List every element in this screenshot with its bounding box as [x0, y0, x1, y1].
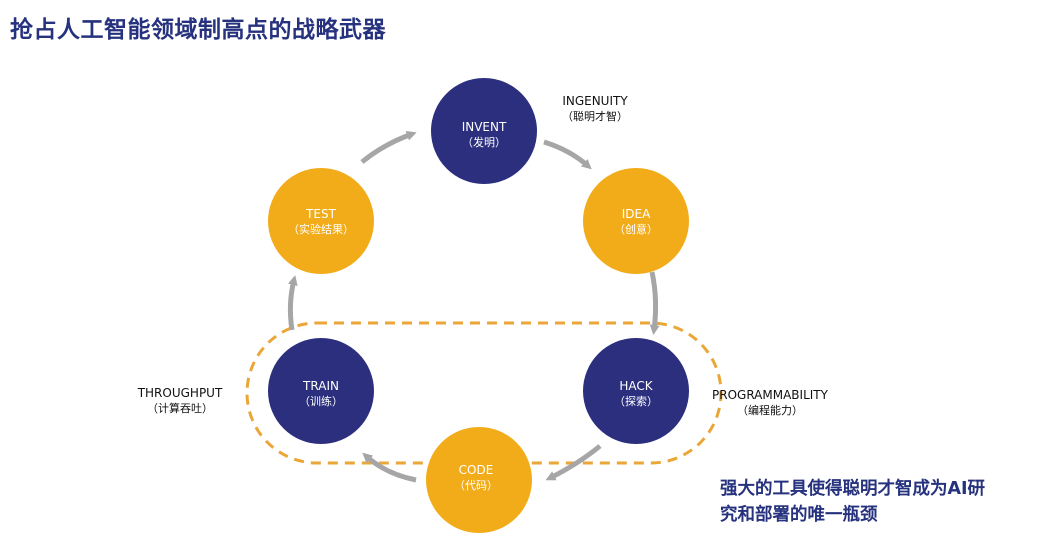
- label-programmability: PROGRAMMABILITY （编程能力）: [712, 388, 829, 417]
- node-test: TEST （实验结果）: [268, 168, 374, 274]
- node-invent-label: INVENT: [462, 120, 507, 134]
- arrow-train-to-test: [287, 275, 298, 331]
- node-invent-sublabel: （发明）: [462, 135, 506, 149]
- node-train-sublabel: （训练）: [299, 394, 343, 408]
- node-test-label: TEST: [305, 207, 337, 221]
- label-throughput: THROUGHPUT （计算吞吐）: [137, 386, 223, 415]
- node-idea-sublabel: （创意）: [614, 222, 658, 236]
- node-idea-label: IDEA: [622, 207, 651, 221]
- node-code-sublabel: （代码）: [454, 479, 498, 492]
- node-hack-sublabel: （探索）: [614, 394, 658, 408]
- programmability-label: PROGRAMMABILITY: [712, 388, 829, 402]
- node-hack-label: HACK: [619, 379, 653, 393]
- arrow-hack-to-code: [545, 444, 602, 481]
- node-invent: INVENT （发明）: [431, 78, 537, 184]
- node-train-label: TRAIN: [302, 379, 339, 393]
- ingenuity-sublabel: （聪明才智）: [562, 109, 628, 123]
- programmability-sublabel: （编程能力）: [737, 403, 803, 417]
- node-hack: HACK （探索）: [583, 338, 689, 444]
- node-idea: IDEA （创意）: [583, 168, 689, 274]
- node-code: CODE （代码）: [426, 427, 532, 533]
- note-line-2: 究和部署的唯一瓶颈: [720, 505, 878, 525]
- ingenuity-label: INGENUITY: [562, 94, 628, 108]
- note-line-1: 强大的工具使得聪明才智成为AI研: [720, 479, 986, 499]
- throughput-sublabel: （计算吞吐）: [147, 401, 213, 415]
- label-ingenuity: INGENUITY （聪明才智）: [562, 94, 628, 123]
- arrow-idea-to-hack: [649, 271, 660, 335]
- node-test-sublabel: （实验结果）: [288, 222, 354, 236]
- arrow-invent-to-idea: [543, 139, 592, 170]
- arrow-code-to-train: [362, 452, 417, 483]
- node-code-label: CODE: [459, 463, 494, 477]
- throughput-label: THROUGHPUT: [137, 386, 223, 400]
- bottleneck-note: 强大的工具使得聪明才智成为AI研 究和部署的唯一瓶颈: [720, 476, 1030, 528]
- node-train: TRAIN （训练）: [268, 338, 374, 444]
- arrow-test-to-invent: [360, 130, 417, 164]
- page-title: 抢占人工智能领域制高点的战略武器: [10, 17, 386, 43]
